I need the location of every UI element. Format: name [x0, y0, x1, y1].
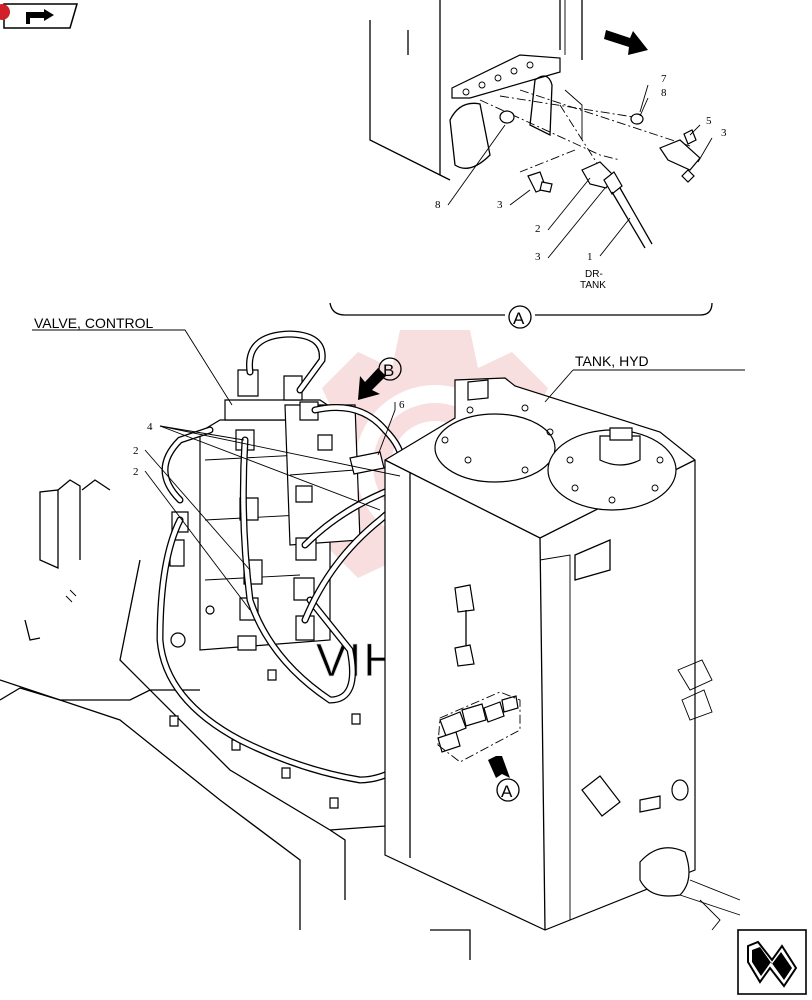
- main-assembly-group: B: [0, 315, 745, 960]
- dr-tank-label-2: TANK: [580, 280, 606, 291]
- view-a-arrow: A: [488, 756, 520, 802]
- view-a-label-top: A: [513, 309, 525, 328]
- callout-2-low: 2: [133, 466, 139, 478]
- callout-4: 4: [147, 421, 153, 433]
- callout-8-left: 8: [435, 199, 441, 211]
- fwd-arrow: FWD: [604, 30, 648, 55]
- next-page-icon: [747, 940, 798, 988]
- view-b-arrow: B: [358, 357, 402, 400]
- svg-text:FWD: FWD: [609, 30, 632, 47]
- tank-hyd-label: TANK, HYD: [575, 353, 649, 369]
- callout-2-mid: 2: [133, 445, 139, 457]
- callout-5: 5: [706, 115, 712, 127]
- callout-6: 6: [399, 399, 405, 411]
- view-a-label-bottom: A: [501, 782, 513, 801]
- callout-8-top: 8: [661, 87, 667, 99]
- previous-page-button[interactable]: [3, 3, 78, 29]
- callout-7: 7: [661, 73, 667, 85]
- previous-page-icon: [26, 9, 54, 24]
- next-page-button[interactable]: [737, 929, 807, 995]
- dr-tank-label-1: DR-: [585, 269, 603, 280]
- red-badge-icon: [0, 4, 10, 20]
- callout-1: 1: [587, 251, 593, 263]
- detail-a-group: FWD A DR- TANK 7 8 5 3 8 3 2 3 1: [329, 0, 727, 329]
- callout-3-mid: 3: [497, 199, 503, 211]
- callout-3-right: 3: [721, 127, 727, 139]
- view-b-label: B: [383, 361, 394, 380]
- callout-2-top: 2: [535, 223, 541, 235]
- callout-3-low: 3: [535, 251, 541, 263]
- valve-control-label: VALVE, CONTROL: [34, 315, 154, 331]
